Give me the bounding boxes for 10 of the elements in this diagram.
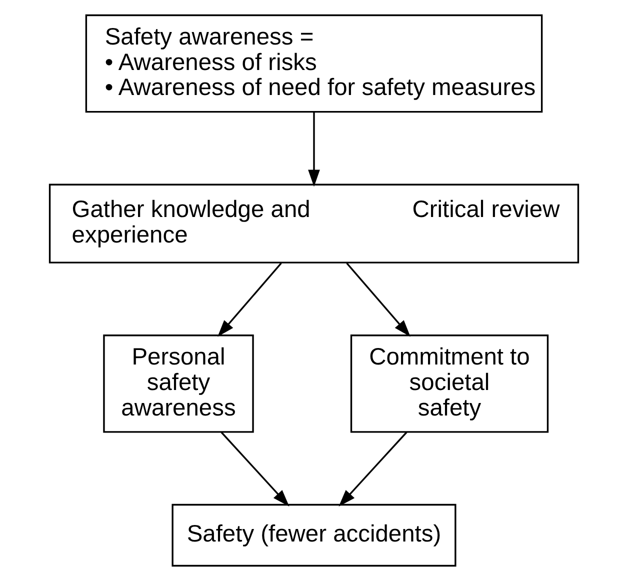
node-box: Safety awareness = • Awareness of risks • Awareness of need for safety measures (84, 14, 542, 113)
arrow (346, 262, 410, 337)
arrow (220, 432, 289, 507)
arrow (338, 432, 407, 507)
node-box: Gather knowledge and experience Critical review (48, 184, 579, 264)
node-box: Safety (fewer accidents) (171, 504, 456, 567)
arrow (308, 112, 320, 187)
node-box: Commitment to societal safety (350, 334, 548, 433)
arrow (217, 262, 282, 337)
node-box: Personal safety awareness (102, 334, 254, 433)
